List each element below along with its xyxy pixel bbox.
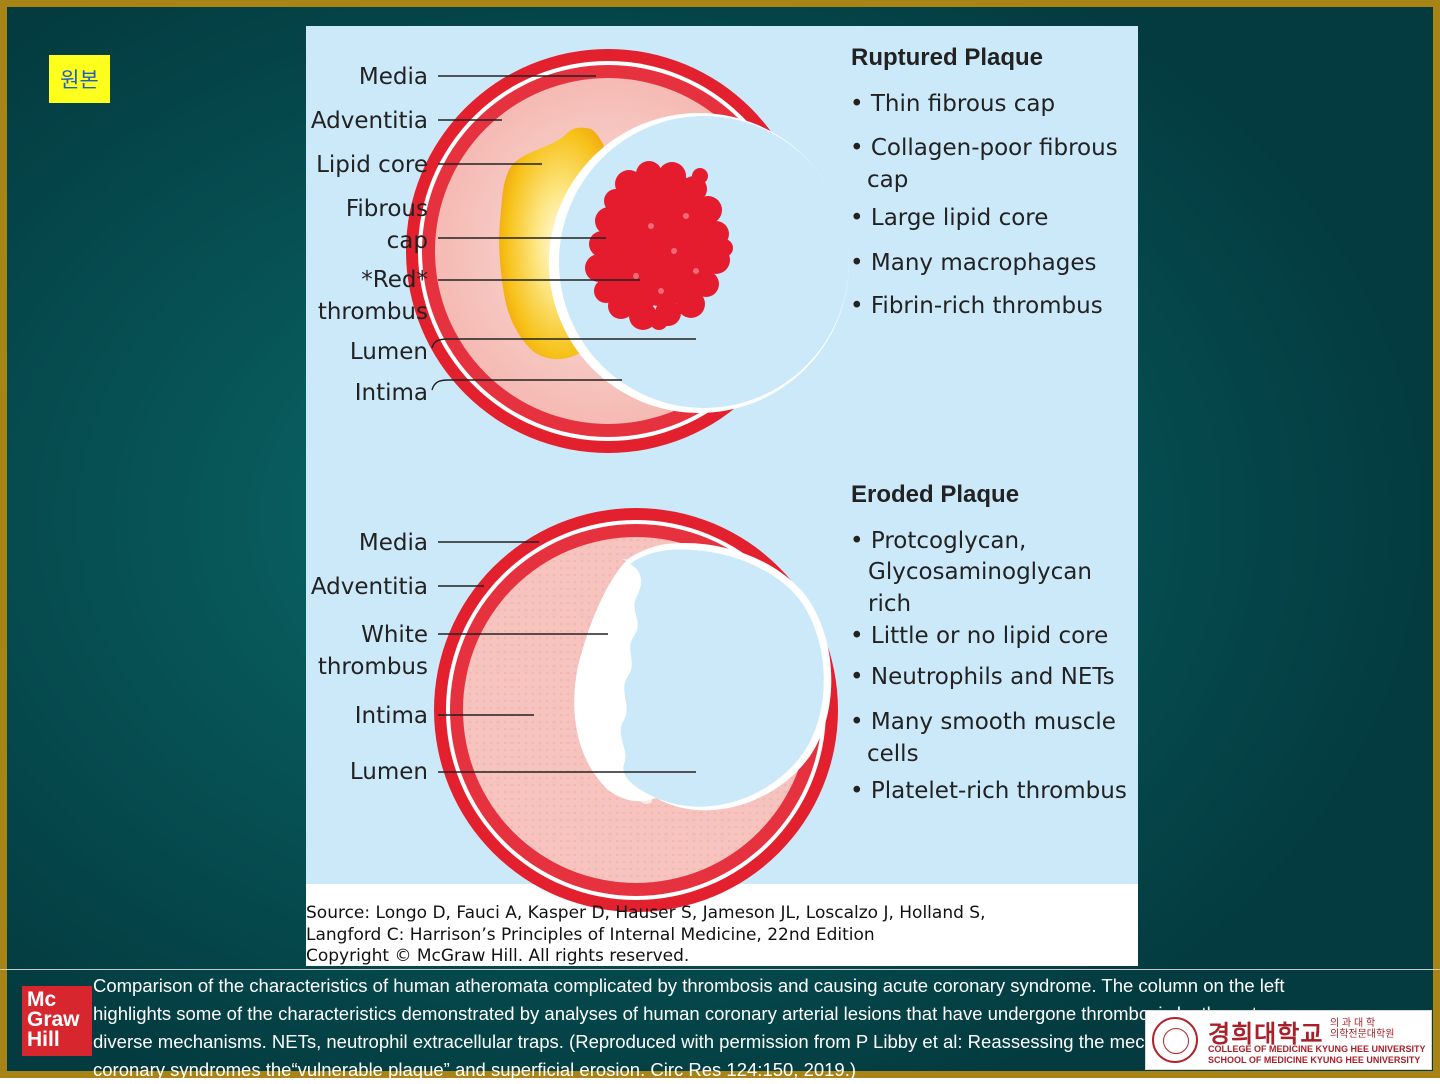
figure-caption: Comparison of the characteristics of hum…: [93, 972, 1423, 1084]
source-line: Copyright © McGraw Hill. All rights rese…: [306, 946, 690, 966]
label-white: White: [361, 622, 428, 648]
label-thrombus: thrombus: [318, 654, 428, 680]
university-seal-icon: [1152, 1017, 1198, 1063]
label-lipid-core: Lipid core: [316, 152, 428, 178]
leader-lines: [431, 75, 696, 773]
bullet-line: rich: [868, 591, 911, 617]
caption-divider: [0, 969, 1440, 970]
eroded-labels: Media Adventitia White thrombus Intima L…: [311, 530, 428, 785]
bullet-line: • Fibrin-rich thrombus: [850, 293, 1103, 319]
source-citation: Source: Longo D, Fauci A, Kasper D, Haus…: [306, 903, 1138, 966]
label-media: Media: [359, 530, 428, 556]
logo-line: Graw: [27, 1008, 80, 1031]
source-line: Langford C: Harrison’s Principles of Int…: [306, 924, 875, 945]
mcgraw-hill-logo: Mc Graw Hill: [22, 986, 92, 1056]
bullet-line: cells: [867, 741, 919, 767]
bullet-line: • Large lipid core: [850, 205, 1048, 231]
ruptured-heading: Ruptured Plaque: [851, 44, 1043, 71]
plaque-diagram: Media Adventitia Lipid core Fibrous cap …: [306, 26, 1138, 912]
label-fibrous: Fibrous: [346, 196, 428, 222]
bullet-line: • Little or no lipid core: [850, 623, 1108, 649]
caption-line: diverse mechanisms. NETs, neutrophil ext…: [93, 1031, 1285, 1052]
eroded-lumen: [620, 549, 824, 807]
bullet-line: • Many smooth muscle: [850, 709, 1116, 735]
sub-line: 의 과 대 학: [1330, 1018, 1376, 1029]
logo-line: Hill: [27, 1028, 60, 1051]
university-name-en: SCHOOL OF MEDICINE KYUNG HEE UNIVERSITY: [1208, 1055, 1421, 1065]
label-intima: Intima: [355, 380, 428, 406]
caption-line: highlights some of the characteristics d…: [93, 1003, 1281, 1024]
eroded-bullets: • Protcoglycan, Glycosaminoglycan rich •…: [850, 528, 1127, 804]
label-lumen: Lumen: [350, 339, 428, 365]
bullet-line: • Protcoglycan,: [850, 528, 1026, 554]
university-sub-ko: 의 과 대 학 의학전문대학원: [1330, 1018, 1394, 1040]
label-adventitia: Adventitia: [311, 108, 428, 134]
label-cap: cap: [387, 228, 428, 254]
label-lumen: Lumen: [350, 759, 428, 785]
bullet-line: cap: [867, 167, 908, 193]
caption-line: coronary syndromes the“vulnerable plaque…: [93, 1059, 857, 1080]
eroded-heading: Eroded Plaque: [851, 481, 1019, 508]
university-name-ko: 경희대학교: [1208, 1020, 1324, 1048]
bullet-line: • Many macrophages: [850, 250, 1097, 276]
university-name-en: COLLEGE OF MEDICINE KYUNG HEE UNIVERSITY: [1208, 1044, 1426, 1054]
bullet-line: • Platelet-rich thrombus: [850, 778, 1127, 804]
eroded-artery: [434, 508, 838, 912]
logo-line: Mc: [27, 988, 57, 1011]
ruptured-bullets: • Thin fibrous cap • Collagen-poor fibro…: [850, 91, 1118, 319]
original-tag: 원본: [49, 55, 110, 103]
bullet-line: • Collagen-poor fibrous: [850, 135, 1118, 161]
caption-line: Comparison of the characteristics of hum…: [93, 975, 1285, 996]
label-thrombus: thrombus: [318, 299, 428, 325]
label-red: *Red*: [361, 267, 428, 293]
bullet-line: • Neutrophils and NETs: [850, 664, 1115, 690]
label-adventitia: Adventitia: [311, 574, 428, 600]
sub-line: 의학전문대학원: [1330, 1029, 1395, 1040]
bullet-line: • Thin fibrous cap: [850, 91, 1055, 117]
bullet-line: Glycosaminoglycan: [868, 559, 1092, 585]
plaque-figure: Media Adventitia Lipid core Fibrous cap …: [306, 26, 1138, 966]
source-line: Source: Longo D, Fauci A, Kasper D, Haus…: [306, 903, 986, 923]
ruptured-labels: Media Adventitia Lipid core Fibrous cap …: [311, 64, 428, 406]
label-media: Media: [359, 64, 428, 90]
kyung-hee-logo: 경희대학교 의 과 대 학 의학전문대학원 COLLEGE OF MEDICIN…: [1145, 1010, 1432, 1070]
label-intima: Intima: [355, 703, 428, 729]
